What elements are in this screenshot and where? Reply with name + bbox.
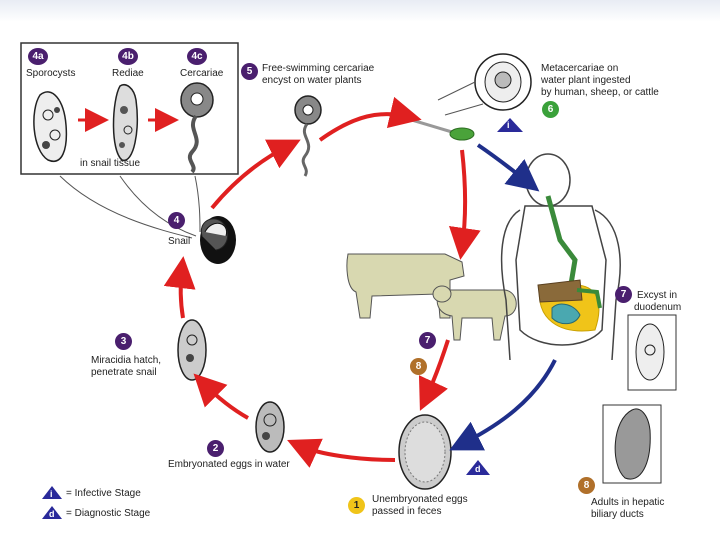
miracidium-illustration — [177, 319, 207, 381]
redia-illustration — [112, 84, 138, 161]
stage-4c-badge: 4c — [187, 48, 207, 65]
sporocyst-illustration — [33, 91, 68, 162]
red-arrow-5-to-6 — [318, 96, 422, 142]
top-band — [0, 0, 720, 22]
stage-7-text-1: Excyst in — [637, 290, 678, 301]
red-arrow-1-to-2 — [287, 438, 396, 468]
cow-illustration — [346, 253, 465, 319]
stage-1-text-1: Unembryonated eggs — [372, 494, 468, 505]
stage-6-text-3: by human, sheep, or cattle — [541, 87, 659, 98]
legend-diagnostic-letter: d — [49, 509, 55, 519]
stage-5-text-1: Free-swimming cercariae — [262, 63, 375, 74]
stage-4c-label: Cercariae — [180, 68, 224, 79]
metacercaria-illustration — [437, 53, 532, 116]
leader-line — [59, 175, 193, 239]
stage-6-text-1: Metacercariae on — [541, 63, 619, 74]
stage-8-text-1: Adults in hepatic — [591, 497, 665, 508]
stage-3-text-2: penetrate snail — [91, 367, 157, 378]
inset-caption: in snail tissue — [80, 158, 141, 169]
infective-marker — [497, 118, 523, 132]
red-arrow-6-to-animals — [448, 149, 481, 260]
leader-line — [119, 175, 197, 237]
stage-5-text-2: encyst on water plants — [262, 75, 362, 86]
red-arrow-4-to-5 — [210, 139, 301, 210]
stage-7-badge: 7 — [615, 286, 632, 303]
diagnostic-marker-letter: d — [475, 464, 481, 474]
stage-4-badge: 4 — [168, 212, 185, 229]
spoon-illustration — [404, 116, 475, 141]
stage-5-badge: 5 — [241, 63, 258, 80]
stage-1-text-2: passed in feces — [372, 506, 442, 517]
free-cercaria-illustration — [294, 95, 322, 177]
stage-8-text-2: biliary ducts — [591, 509, 644, 520]
stage-4b-label: Rediae — [112, 68, 144, 79]
legend-infective-letter: i — [50, 489, 53, 499]
animal-stage-8-badge: 8 — [410, 358, 427, 375]
red-arrow-2-to-3 — [193, 373, 249, 420]
leader-line — [194, 175, 201, 233]
diagnostic-marker — [466, 460, 490, 475]
stage-6-text-2: water plant ingested — [541, 75, 631, 86]
adult-fluke-illustration — [602, 404, 662, 484]
stage-6-badge: 6 — [542, 101, 559, 118]
stage-4b-badge: 4b — [118, 48, 138, 65]
human-illustration — [500, 153, 621, 361]
infective-marker-letter: i — [507, 120, 510, 130]
blue-arrow-human-to-1 — [449, 359, 557, 451]
embryonated-egg-illustration — [255, 401, 285, 453]
blue-arrow-6-to-human — [476, 143, 540, 192]
unembryonated-egg-illustration — [398, 414, 452, 490]
legend-infective-label: = Infective Stage — [66, 488, 141, 499]
stage-2-text: Embryonated eggs in water — [168, 459, 290, 470]
red-arrow-3-to-4 — [163, 256, 196, 319]
legend-diagnostic-label: = Diagnostic Stage — [66, 508, 151, 519]
stage-1-badge: 1 — [348, 497, 365, 514]
duodenum-inset — [627, 314, 677, 391]
cercaria-illustration — [180, 82, 214, 174]
legend-infective-triangle — [42, 486, 62, 499]
stage-4-text: Snail — [168, 236, 191, 247]
red-arrow-animals-to-1 — [418, 339, 450, 411]
stage-3-badge: 3 — [115, 333, 132, 350]
snail-illustration — [200, 216, 236, 264]
sheep-illustration — [432, 285, 517, 341]
stage-7-text-2: duodenum — [634, 302, 682, 313]
stage-3-text-1: Miracidia hatch, — [91, 355, 162, 366]
animal-stage-7-badge: 7 — [419, 332, 436, 349]
stage-4a-label: Sporocysts — [26, 68, 76, 79]
stage-2-badge: 2 — [207, 440, 224, 457]
stage-4a-badge: 4a — [28, 48, 48, 65]
stage-8-badge: 8 — [578, 477, 595, 494]
legend-diagnostic-triangle — [42, 506, 62, 519]
